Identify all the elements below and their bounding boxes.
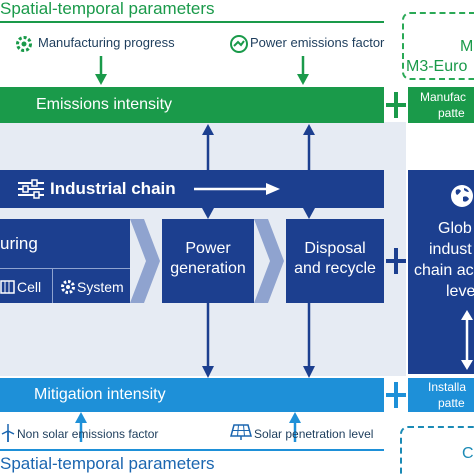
power-emissions-factor-label: Power emissions factor <box>250 35 385 50</box>
arrow-up-icon <box>289 412 301 442</box>
solar-panel-icon <box>230 424 252 440</box>
m3-box-line2: M3-Euro <box>406 58 468 75</box>
bottom-box-letter: C <box>462 445 474 462</box>
chevron-right-icon <box>130 219 160 303</box>
system-gear-icon <box>61 280 75 294</box>
manufacturing-pattern-box <box>408 87 474 123</box>
m3-box-line1: M <box>460 38 474 55</box>
disposal-line2: and recycle <box>294 260 376 277</box>
arrow-down-icon <box>95 56 107 85</box>
arrow-down-icon <box>202 303 214 378</box>
installation-pattern-box <box>408 378 474 412</box>
industrial-chain-bar <box>0 170 384 208</box>
plus-connector-icon <box>386 92 406 118</box>
power-generation-line1: Power <box>185 240 231 257</box>
global-line4: leve <box>446 283 474 300</box>
manufacturing-stage-label: uring <box>0 234 38 253</box>
stage-divider <box>0 268 130 269</box>
arrow-down-icon <box>303 303 315 378</box>
solar-cell-icon <box>0 280 15 294</box>
global-line3: chain ac <box>414 262 474 279</box>
solar-penetration-level-label: Solar penetration level <box>254 427 374 441</box>
stage-divider <box>52 269 53 303</box>
bottom-parameters-title: Spatial-temporal parameters <box>0 454 215 473</box>
manufacturing-gear-icon <box>16 36 32 52</box>
top-parameters-underline <box>0 21 384 23</box>
arrow-down-icon <box>297 56 309 85</box>
arrow-down-icon <box>303 208 315 219</box>
top-parameters-title: Spatial-temporal parameters <box>0 0 215 18</box>
power-generation-box <box>162 219 254 303</box>
system-label: System <box>77 279 124 295</box>
globe-icon <box>451 185 473 207</box>
m3-model-dashed-box <box>402 12 474 80</box>
plus-connector-icon <box>386 248 406 274</box>
power-generation-line2: generation <box>170 260 246 277</box>
manufac-line2: patte <box>438 106 465 120</box>
chevron-right-icon <box>254 219 284 303</box>
arrow-up-icon <box>202 124 214 170</box>
manufacturing-progress-label: Manufacturing progress <box>38 35 175 50</box>
disposal-recycle-box <box>286 219 384 303</box>
arrow-right-icon <box>194 183 280 195</box>
mitigation-intensity-bar: Mitigation intensity <box>0 378 384 412</box>
disposal-line1: Disposal <box>304 240 366 257</box>
global-line2: indust <box>429 241 472 258</box>
arrow-down-icon <box>202 208 214 219</box>
wind-turbine-icon <box>1 424 15 442</box>
sliders-icon <box>18 179 44 199</box>
emissions-intensity-bar: Emissions intensity <box>0 87 384 123</box>
manufac-line1: Manufac <box>420 90 467 104</box>
bottom-dashed-box <box>400 426 474 474</box>
double-arrow-icon <box>461 310 473 370</box>
arrow-up-icon <box>303 124 315 170</box>
power-emissions-icon <box>230 35 248 53</box>
cell-label: Cell <box>17 279 42 295</box>
global-line1: Glob <box>438 220 472 237</box>
arrow-up-icon <box>75 412 87 442</box>
plus-connector-icon <box>386 382 406 408</box>
install-line2: patte <box>438 396 465 410</box>
industrial-chain-label: Industrial chain <box>50 179 176 198</box>
manufacturing-stage-box <box>0 219 130 303</box>
emissions-intensity-label: Emissions intensity <box>36 96 173 113</box>
mitigation-intensity-label: Mitigation intensity <box>34 386 166 403</box>
install-line1: Installa <box>428 380 467 394</box>
bottom-parameters-underline <box>0 449 384 451</box>
non-solar-emissions-factor-label: Non solar emissions factor <box>17 427 159 441</box>
